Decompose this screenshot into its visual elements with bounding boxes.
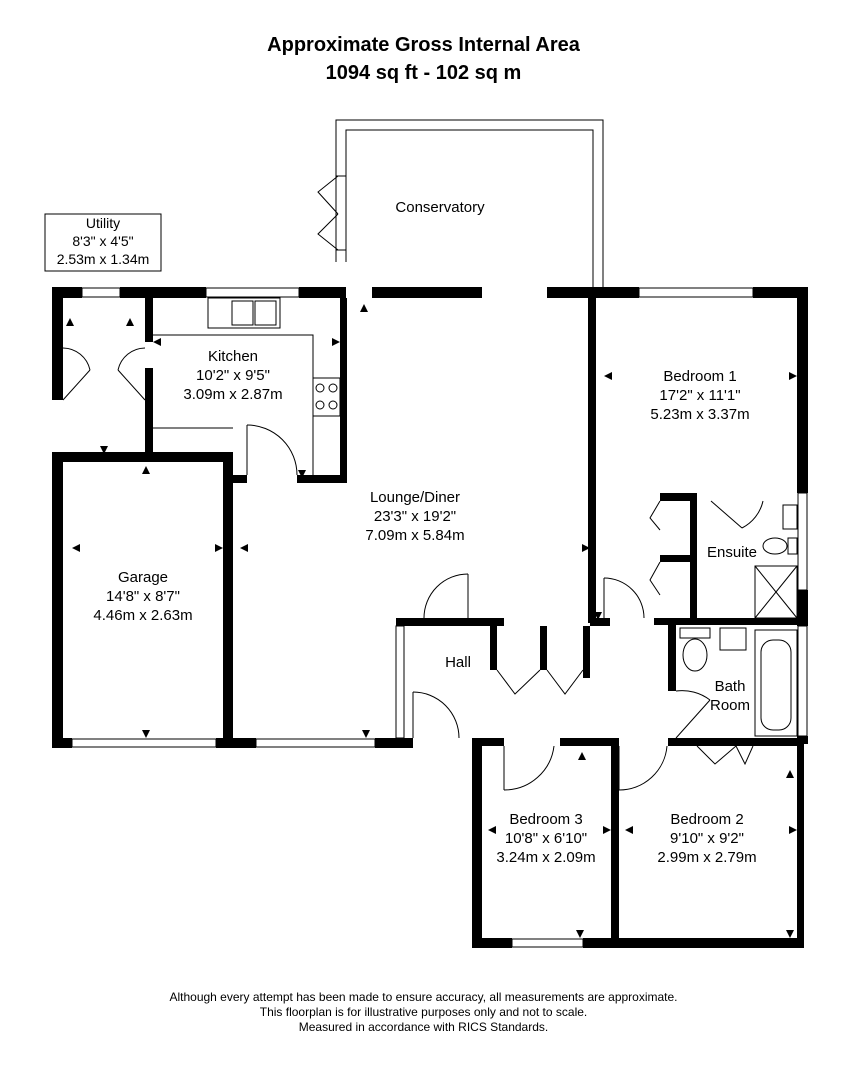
room-label-bedroom-2: Bedroom 2 9'10" x 9'2" 2.99m x 2.79m <box>642 810 772 867</box>
plan-area: 1094 sq ft - 102 sq m <box>325 62 522 84</box>
kitchen-fittings <box>153 297 341 475</box>
bathroom-line1: Bath <box>714 678 746 695</box>
outer-walls <box>52 287 808 948</box>
room-label-hall: Hall <box>432 653 484 672</box>
bedroom2-name: Bedroom 2 <box>670 811 744 828</box>
utility-name: Utility <box>85 215 121 231</box>
room-label-garage: Garage 14'8" x 8'7" 4.46m x 2.63m <box>78 568 208 625</box>
bedroom1-metric: 5.23m x 3.37m <box>650 406 750 423</box>
inner-walls <box>63 298 808 948</box>
lounge-name: Lounge/Diner <box>369 489 461 506</box>
bedroom2-imperial: 9'10" x 9'2" <box>670 830 744 847</box>
garage-metric: 4.46m x 2.63m <box>93 607 193 624</box>
room-label-bathroom: Bath Room <box>700 677 760 715</box>
sanitary-fittings <box>679 504 798 737</box>
utility-imperial: 8'3" x 4'5" <box>72 233 134 249</box>
bedroom3-metric: 3.24m x 2.09m <box>496 849 596 866</box>
door-swings <box>62 347 764 791</box>
bedroom2-metric: 2.99m x 2.79m <box>657 849 757 866</box>
hall-name: Hall <box>445 654 471 671</box>
disclaimer-illustrative: This floorplan is for illustrative purpo… <box>259 1005 588 1019</box>
bedroom1-name: Bedroom 1 <box>663 368 737 385</box>
disclaimer-accuracy: Although every attempt has been made to … <box>169 990 678 1004</box>
room-label-utility: Utility 8'3" x 4'5" 2.53m x 1.34m <box>45 214 161 268</box>
room-label-lounge-diner: Lounge/Diner 23'3" x 19'2" 7.09m x 5.84m <box>335 488 495 545</box>
room-label-kitchen: Kitchen 10'2" x 9'5" 3.09m x 2.87m <box>168 347 298 404</box>
lounge-metric: 7.09m x 5.84m <box>365 527 465 544</box>
room-label-ensuite: Ensuite <box>700 543 764 562</box>
windows <box>71 287 808 948</box>
plan-title: Approximate Gross Internal Area <box>267 34 580 56</box>
room-label-bedroom-1: Bedroom 1 17'2" x 11'1" 5.23m x 3.37m <box>625 367 775 424</box>
ensuite-name: Ensuite <box>706 544 758 561</box>
conservatory-name: Conservatory <box>395 199 485 216</box>
disclaimer-rics: Measured in accordance with RICS Standar… <box>298 1020 549 1034</box>
utility-metric: 2.53m x 1.34m <box>56 251 150 267</box>
garage-imperial: 14'8" x 8'7" <box>106 588 180 605</box>
room-label-conservatory: Conservatory <box>365 198 515 217</box>
kitchen-metric: 3.09m x 2.87m <box>183 386 283 403</box>
conservatory-outline <box>317 119 604 287</box>
bathroom-line2: Room <box>709 697 750 714</box>
room-label-bedroom-3: Bedroom 3 10'8" x 6'10" 3.24m x 2.09m <box>484 810 608 867</box>
bedroom1-imperial: 17'2" x 11'1" <box>659 387 741 404</box>
bedroom3-imperial: 10'8" x 6'10" <box>504 830 588 847</box>
garage-name: Garage <box>117 569 169 586</box>
dimension-arrows <box>66 304 797 938</box>
kitchen-imperial: 10'2" x 9'5" <box>196 367 270 384</box>
utility-label-box <box>44 213 162 272</box>
lounge-imperial: 23'3" x 19'2" <box>373 508 457 525</box>
bedroom3-name: Bedroom 3 <box>509 811 583 828</box>
kitchen-name: Kitchen <box>207 348 259 365</box>
